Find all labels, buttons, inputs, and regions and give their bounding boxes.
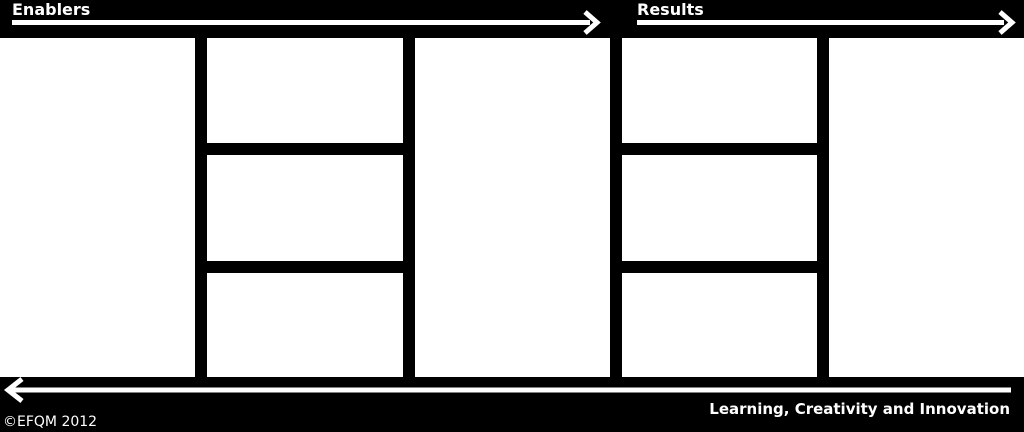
results-divider-h2 [622, 261, 817, 273]
results-divider-h1 [622, 143, 817, 155]
enablers-divider-h1 [207, 143, 403, 155]
center-divider [610, 38, 622, 377]
feedback-arrow [3, 377, 1011, 403]
copyright-text: ©EFQM 2012 [3, 414, 98, 430]
enablers-arrow [12, 10, 601, 35]
enablers-divider-h2 [207, 261, 403, 273]
results-divider-right [817, 38, 829, 377]
bottom-banner [0, 377, 1024, 432]
enablers-label: Enablers [12, 0, 91, 19]
results-label: Results [637, 0, 704, 19]
enablers-divider-left [195, 38, 207, 377]
feedback-label: Learning, Creativity and Innovation [709, 400, 1010, 418]
top-banner [0, 0, 1024, 38]
results-arrow [637, 10, 1016, 35]
enablers-divider-right [403, 38, 415, 377]
